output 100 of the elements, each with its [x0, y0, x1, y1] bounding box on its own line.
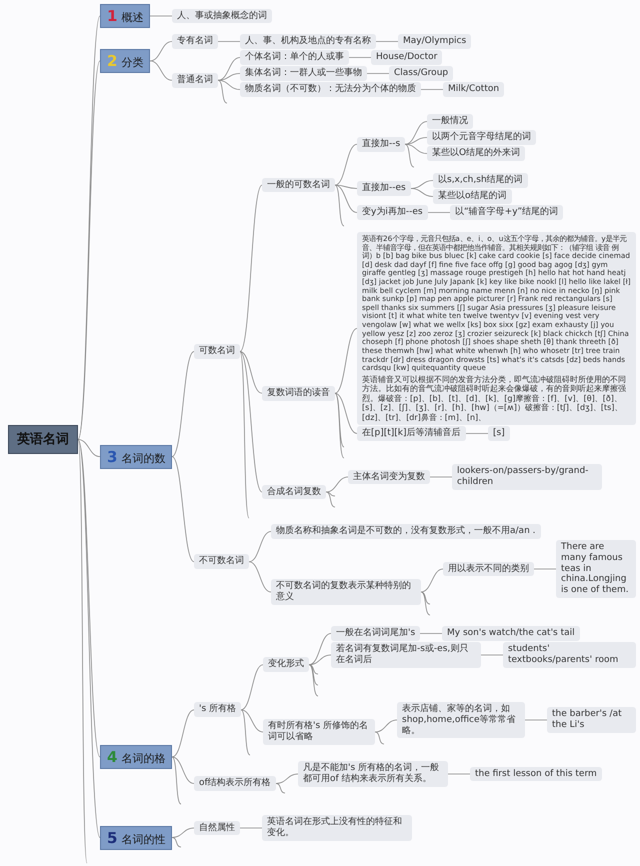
connector-line [276, 783, 286, 794]
subtopic-tag: 某些以o结尾的词 [433, 189, 512, 204]
connector-line [150, 41, 172, 62]
connector-line [240, 664, 264, 710]
subtopic-tag: 合成名词复数 [262, 484, 326, 500]
subtopic-tag: May/Olympics [398, 34, 472, 49]
central-topic: 英语名词 [8, 424, 78, 454]
subtopic-tag: lookers-on/passers-by/grand-children [452, 464, 602, 490]
subtopic-tag: 物质名称和抽象名词是不可数的，没有复数形式，一般不用a/an . [271, 524, 540, 539]
subtopic-tag: 一般情况 [427, 114, 473, 129]
topic-box [100, 826, 172, 850]
connector-line [218, 41, 240, 42]
topic-box [100, 444, 172, 469]
subtopic-tag: 自然属性 [194, 820, 240, 836]
subtopic-tag: 某些以O结尾的外来词 [427, 146, 526, 161]
topic-number: 2 [107, 52, 118, 70]
subtopic-tag: House/Doctor [371, 50, 442, 65]
connector-line [172, 756, 194, 784]
subtopic-tag: Milk/Cotton [443, 82, 504, 97]
connector-line [334, 184, 358, 189]
subtopic-tag: 人、事、机构及地点的专有名称 [240, 34, 376, 49]
subtopic-tag: 主体名词变为复数 [348, 470, 430, 484]
subtopic-tag: students' textbooks/parents' room [503, 642, 636, 668]
connector-line [334, 184, 344, 226]
connector-line [240, 709, 264, 732]
connector-line [172, 456, 194, 562]
connector-line [308, 654, 332, 666]
subtopic-tag: 在[p][t][k]后等清辅音后 [357, 426, 466, 441]
connector-line [420, 592, 430, 604]
note-card [357, 232, 636, 425]
connector-line [78, 439, 100, 758]
topic-number: 1 [107, 7, 118, 25]
connector-line [172, 837, 182, 848]
subtopic-tag: 有时所有格's 所修饰的名词可以省略 [263, 719, 375, 745]
connector-line [240, 351, 262, 492]
subtopic-tag: 人、事或抽象概念的词 [172, 8, 272, 24]
connector-line [240, 351, 250, 518]
connector-line [374, 720, 398, 732]
topic-box [100, 48, 150, 73]
subtopic-tag: 凡是不能加's 所有格的名词，一般都可用of 结构来表示所有关系。 [298, 761, 448, 787]
subtopic-tag: 复数词语的读音 [262, 386, 335, 401]
connector-line [534, 568, 556, 570]
connector-line [334, 144, 358, 186]
connector-line [334, 184, 358, 213]
connector-line [430, 476, 452, 478]
subtopic-tag: 's 所有格 [194, 702, 242, 718]
connector-line [276, 774, 298, 784]
connector-line [376, 41, 398, 42]
connector-line [480, 654, 504, 656]
subtopic-tag: 若名词有复数词尾加-s或-es,则只在名词后 [331, 642, 481, 668]
subtopic-tag: 不可数名词 [194, 554, 249, 570]
connector-line [308, 664, 318, 686]
connector-line [78, 439, 100, 838]
subtopic-tag: of结构表示所有格 [194, 776, 276, 791]
subtopic-tag: Class/Group [389, 66, 454, 81]
subtopic-tag: 以s,x,ch,sh结尾的词 [433, 173, 528, 188]
connector-line [466, 433, 488, 434]
connector-line [410, 188, 434, 197]
connector-line [172, 351, 194, 458]
connector-line [428, 212, 450, 213]
subtopic-tag: 变y为i再加--es [357, 205, 428, 220]
connector-line [366, 73, 390, 74]
topic-title: 名词的格 [121, 752, 166, 765]
topic-number: 3 [107, 448, 118, 466]
subtopic-tag: 普通名词 [172, 72, 218, 88]
connector-line [172, 709, 194, 758]
connector-line [248, 531, 272, 562]
connector-line [404, 137, 428, 145]
subtopic-tag: 直接加--es [357, 181, 411, 196]
connector-line [326, 476, 348, 492]
connector-line [348, 57, 372, 58]
topic-number: 4 [107, 748, 118, 766]
connector-line [420, 89, 444, 90]
connector-line [218, 80, 240, 90]
subtopic-tag: 以两个元音字母结尾的词 [427, 130, 536, 145]
connector-line [420, 592, 430, 616]
subtopic-tag: 英语名词在形式上没有性的特征和变化。 [262, 815, 412, 841]
subtopic-tag: 可数名词 [194, 344, 240, 359]
connector-line [420, 633, 442, 634]
connector-line [308, 664, 318, 674]
connector-line [150, 60, 172, 81]
subtopic-tag: 变化形式 [263, 657, 309, 672]
subtopic-tag: My son's watch/the cat's tail [442, 626, 580, 641]
connector-line [172, 756, 182, 804]
connector-line [410, 180, 434, 189]
subtopic-tag: 以“辅音字母+y”结尾的词 [450, 205, 564, 220]
subtopic-tag: 用以表示不同的类别 [443, 562, 534, 576]
topic-title: 名词的性 [121, 832, 166, 846]
connector-line [308, 664, 318, 696]
subtopic-tag: the barber's /at the Li's [547, 707, 636, 733]
subtopic-tag: 不可数名词的复数表示某种特别的意义 [271, 579, 421, 605]
connector-line [218, 73, 240, 81]
topic-number: 5 [107, 828, 118, 846]
connector-line [240, 184, 262, 352]
connector-line [218, 80, 228, 104]
connector-line [374, 732, 384, 744]
connector-line [308, 633, 332, 666]
subtopic-tag: 直接加--s [357, 136, 406, 152]
subtopic-tag: 一般在名词词尾加's [331, 626, 420, 641]
note-paragraph: 英语辅音又可以根据不同的发音方法分类，即气流冲破阻碍时所使用的不同方法。比如有的音气流冲破阻碍时听起来会像爆破，有的音则听起来摩擦强烈。爆破音：[p]、[b]、[t]、[d]、[k]、[g]摩擦音：[f]、[v]、[θ]、[ð]、[s]、[z]、[ʃ]、[ʒ]、[r]、[h]、[hw]（=[ʍ]）破擦音：[tʃ]、[dʒ]、[ts]、[dz]、[tr]、[dr]鼻音：[m]、[n]、 [362, 374, 627, 422]
